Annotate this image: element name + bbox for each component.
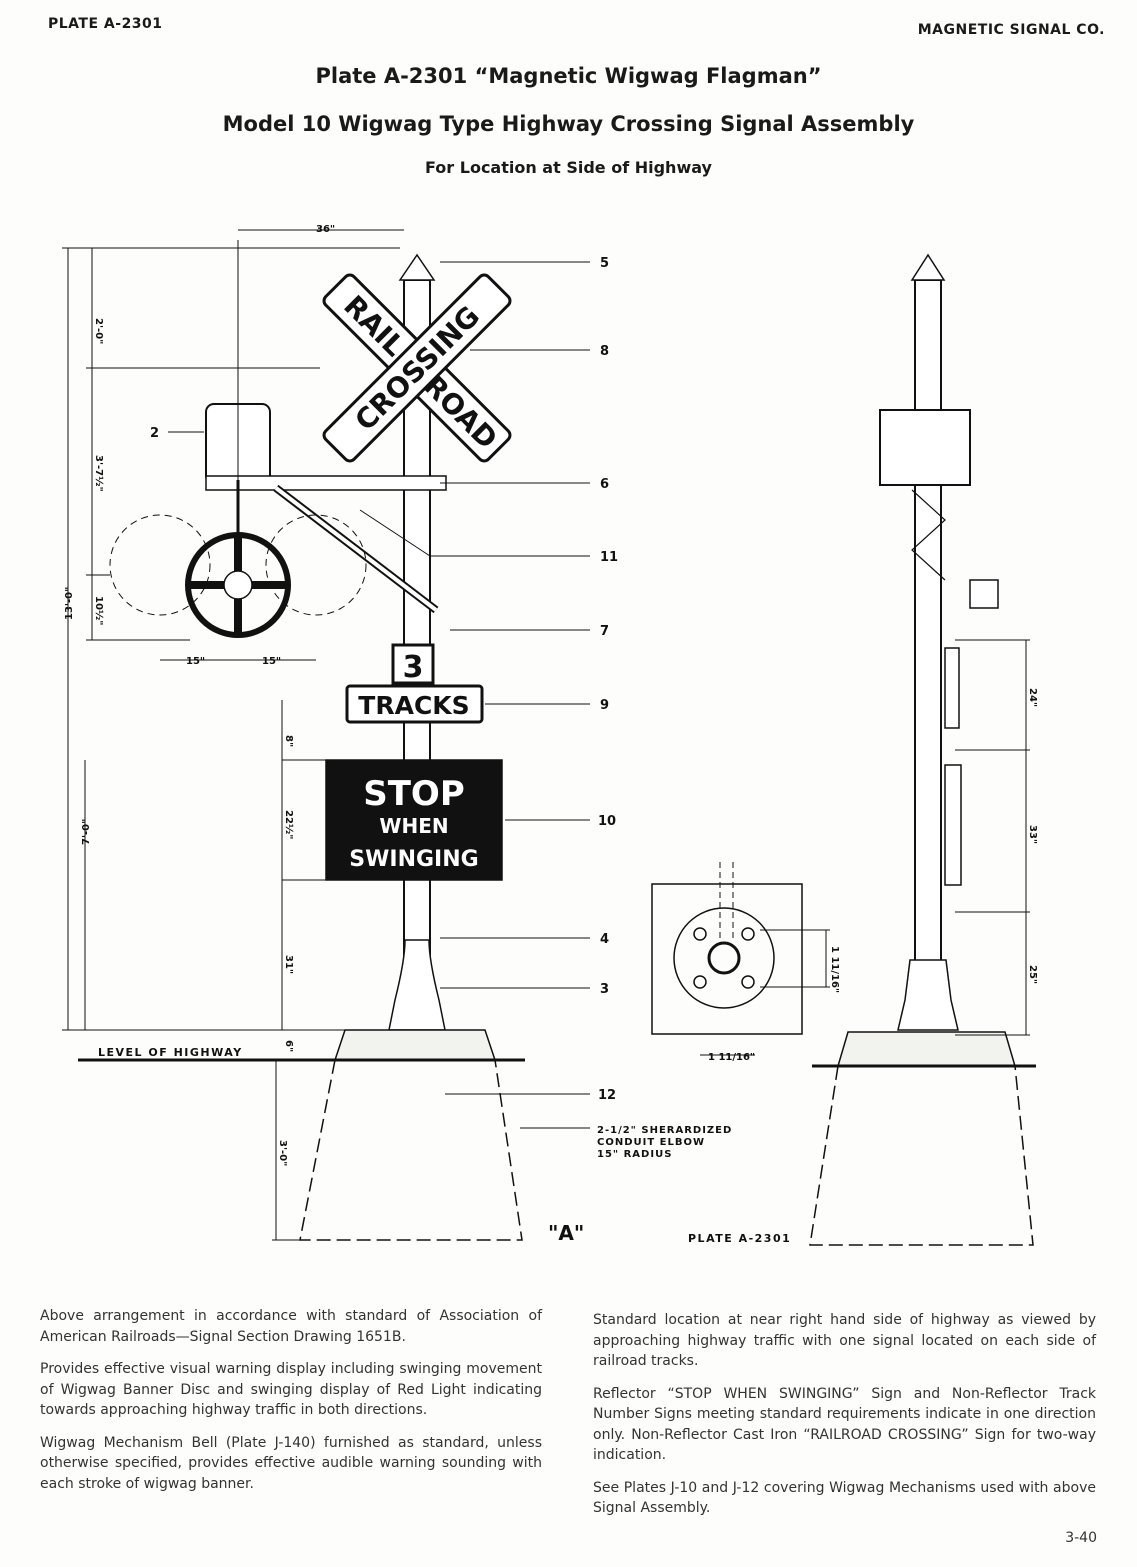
drawing-label: 1 11/16": [708, 1052, 755, 1063]
page-subtitle: Model 10 Wigwag Type Highway Crossing Si…: [222, 112, 915, 136]
drawing-label: 2'-0": [93, 318, 104, 344]
location-caption: For Location at Side of Highway: [425, 158, 712, 177]
drawing-plate-label: PLATE A-2301: [688, 1232, 791, 1245]
view-label: "A": [548, 1221, 584, 1245]
callout-leaders: [168, 261, 590, 1129]
callout-9: 9: [600, 698, 609, 713]
callout-3: 3: [600, 982, 609, 997]
drawing-label: 3'-7½": [93, 455, 104, 492]
drawing-label: 13'-0": [64, 587, 75, 620]
drawing-label: 3'-0": [277, 1140, 288, 1166]
track-number-sign: 3: [403, 650, 424, 685]
paragraph: See Plates J-10 and J-12 covering Wigwag…: [593, 1479, 1096, 1517]
drawing-label: 24": [1027, 688, 1038, 707]
paragraph: Wigwag Mechanism Bell (Plate J-140) furn…: [40, 1434, 542, 1492]
drawing-label: 1 11/16": [829, 946, 840, 993]
description-left-column: Above arrangement in accordance with sta…: [40, 1306, 542, 1506]
callout-6: 6: [600, 477, 609, 492]
drawing-label: 22½": [283, 810, 294, 839]
plate-number: PLATE A-2301: [48, 16, 163, 32]
callout-10: 10: [598, 814, 616, 829]
callout-4: 4: [600, 932, 609, 947]
callout-5: 5: [600, 256, 609, 271]
drawing-label: 10½": [93, 596, 104, 625]
conduit-note-line: CONDUIT ELBOW: [597, 1137, 705, 1148]
side-elevation: [809, 253, 1036, 1246]
description-right-column: Standard location at near right hand sid…: [593, 1310, 1096, 1531]
drawing-label: 33": [1027, 825, 1038, 844]
callout-12: 12: [598, 1088, 616, 1103]
drawing-label: SWINGING: [349, 847, 478, 872]
paragraph: Reflector “STOP WHEN SWINGING” Sign and …: [593, 1385, 1096, 1464]
left-elevation: CROSSING RAIL ROAD 3 TRACKS STOP WHEN SW…: [62, 229, 590, 1241]
company-name: MAGNETIC SIGNAL CO.: [917, 22, 1105, 38]
page-number: 3-40: [1065, 1530, 1097, 1546]
drawing-label: 15": [186, 656, 205, 667]
level-of-highway-label: LEVEL OF HIGHWAY: [98, 1046, 243, 1059]
conduit-note-line: 15" RADIUS: [597, 1149, 672, 1160]
drawing-label: 15": [262, 656, 281, 667]
callout-8: 8: [600, 344, 609, 359]
drawing-label: 7'-0": [81, 819, 92, 845]
drawing-label: WHEN: [379, 814, 448, 838]
conduit-note-line: 2-1/2" SHERARDIZED: [597, 1125, 732, 1136]
paragraph: Standard location at near right hand sid…: [593, 1312, 1096, 1369]
paragraph: Provides effective visual warning displa…: [40, 1361, 542, 1418]
paragraph: Above arrangement in accordance with sta…: [40, 1308, 542, 1345]
callout-2: 2: [150, 426, 159, 441]
drawing-label: 36": [316, 224, 335, 235]
base-plan-view: [651, 862, 830, 1056]
callout-7: 7: [600, 624, 609, 639]
drawing-label: 31": [283, 955, 294, 974]
page-title: Plate A-2301 “Magnetic Wigwag Flagman”: [315, 64, 822, 88]
drawing-label: 6": [283, 1040, 294, 1052]
drawing-label: 8": [283, 735, 294, 747]
drawing-label: STOP: [363, 774, 465, 814]
drawing-label: 25": [1027, 965, 1038, 984]
callout-11: 11: [600, 550, 618, 565]
stop-when-swinging-sign: [325, 759, 503, 881]
signal-drawing: CROSSING RAIL ROAD 3 TRACKS STOP WHEN SW…: [62, 224, 1038, 1246]
tracks-sign: TRACKS: [358, 691, 469, 720]
